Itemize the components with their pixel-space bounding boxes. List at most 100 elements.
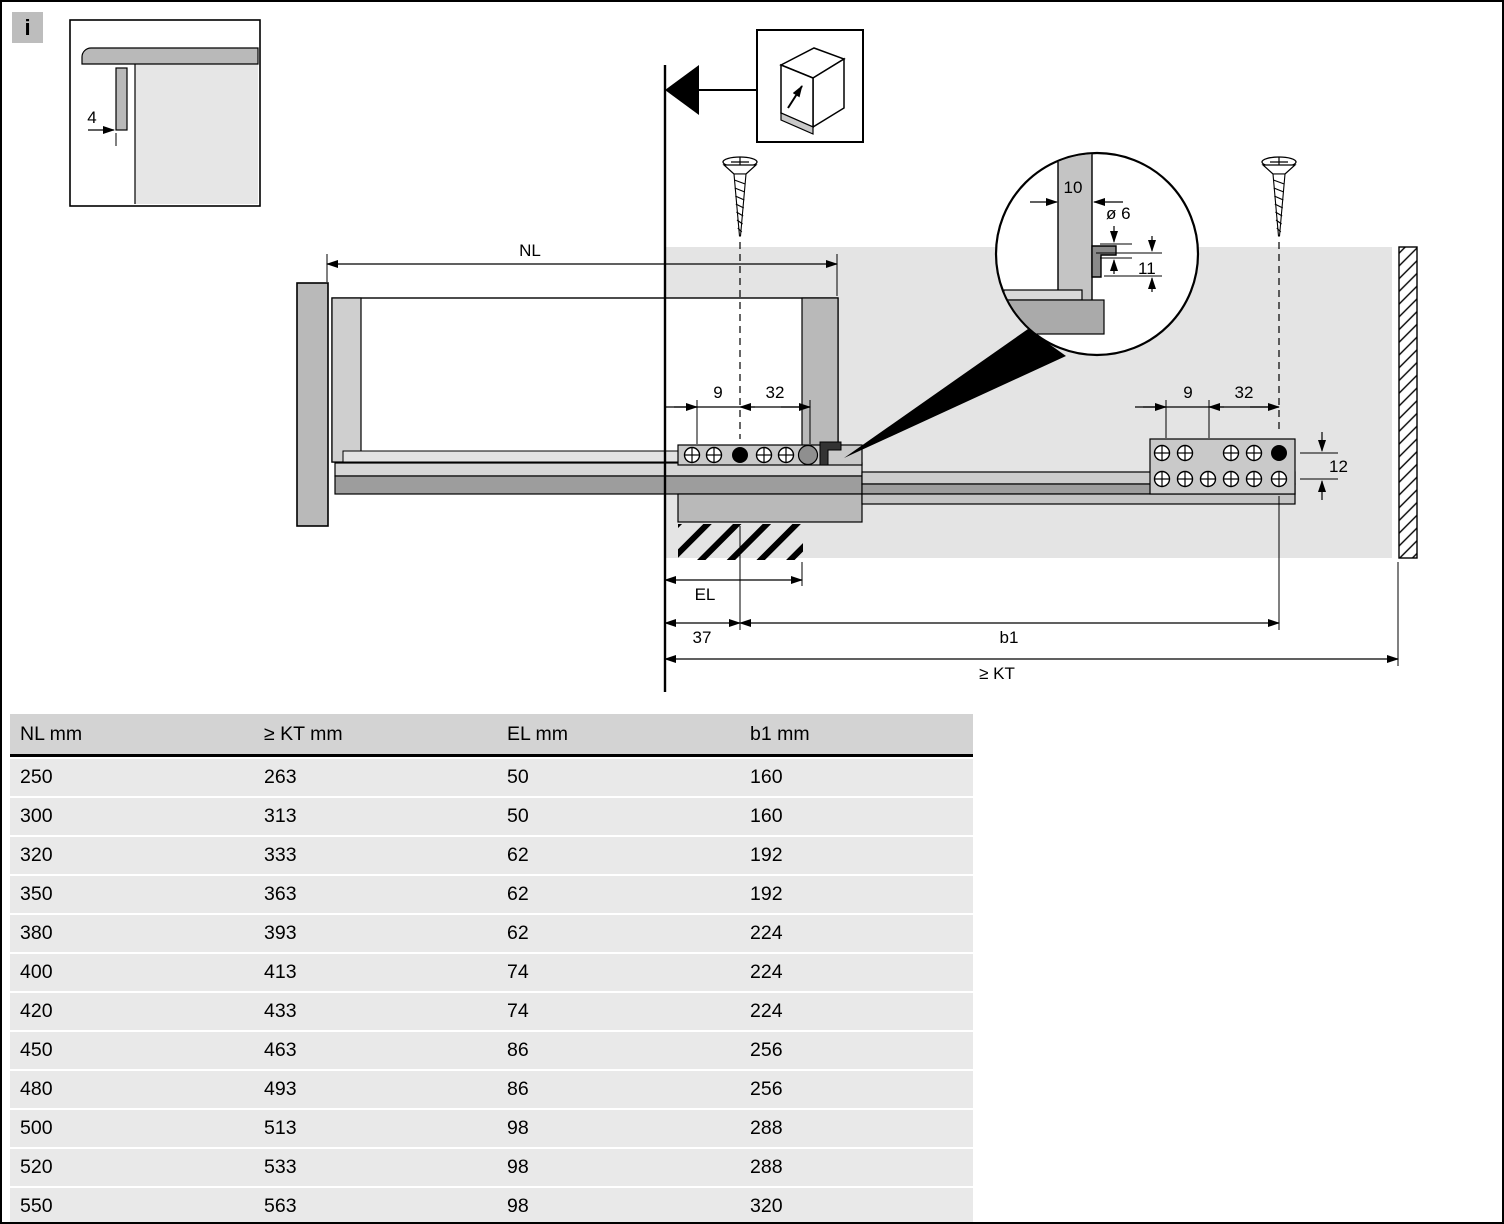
table-cell: 250 [10, 759, 254, 796]
table-cell: 300 [10, 798, 254, 835]
pointer-triangle-icon [665, 65, 699, 115]
table-cell: 333 [254, 837, 497, 874]
header-kt: ≥ KT mm [254, 714, 497, 757]
detail-beam [844, 329, 1066, 458]
inset-gap-label: 4 [87, 108, 96, 127]
detail-dim-11: 11 [1138, 259, 1156, 278]
table-cell: 192 [740, 837, 973, 874]
dim-kt-label: ≥ KT [979, 664, 1015, 683]
table-cell: 463 [254, 1032, 497, 1069]
drawer-assembly [296, 282, 839, 527]
rear-bracket [1149, 438, 1296, 495]
dim-el: EL [664, 562, 803, 604]
table-cell: 86 [497, 1032, 740, 1069]
dim-nl-label: NL [519, 241, 541, 260]
table-cell: 380 [10, 915, 254, 952]
table-cell: 513 [254, 1110, 497, 1147]
dim-hole-spacing: 12 [1300, 432, 1348, 500]
table-cell: 98 [497, 1188, 740, 1222]
table-cell: 433 [254, 993, 497, 1030]
front-gap-inset: 4 [69, 19, 261, 207]
table-cell: 192 [740, 876, 973, 913]
dim-nl: NL [326, 241, 838, 296]
cabinet-callout [665, 29, 864, 143]
table-cell: 413 [254, 954, 497, 991]
dim-rear-9-label: 9 [1183, 383, 1192, 402]
detail-dim-10: 10 [1064, 178, 1083, 197]
technical-drawing: 4 [69, 19, 1418, 692]
table-cell: 550 [10, 1188, 254, 1222]
header-el: EL mm [497, 714, 740, 757]
table-cell: 563 [254, 1188, 497, 1222]
dim-kt: ≥ KT [664, 562, 1399, 683]
front-hook [819, 441, 842, 466]
rear-screw-icon [1261, 156, 1297, 237]
front-screw-icon [722, 156, 758, 237]
table-cell: 256 [740, 1032, 973, 1069]
table-cell: 160 [740, 759, 973, 796]
table-cell: 50 [497, 798, 740, 835]
table-cell: 363 [254, 876, 497, 913]
table-cell: 50 [497, 759, 740, 796]
dim-front-9-label: 9 [713, 383, 722, 402]
table-header-row: NL mm ≥ KT mm EL mm b1 mm [10, 714, 973, 757]
table-cell: 62 [497, 915, 740, 952]
table-cell: 288 [740, 1149, 973, 1186]
info-badge: i [12, 12, 43, 43]
table-cell: 480 [10, 1071, 254, 1108]
dim-b1-label: b1 [1000, 628, 1019, 647]
back-panel [1398, 246, 1418, 559]
table-cell: 320 [10, 837, 254, 874]
table-cell: 74 [497, 954, 740, 991]
table-cell: 62 [497, 876, 740, 913]
table-cell: 313 [254, 798, 497, 835]
dim-37-label: 37 [693, 628, 712, 647]
info-badge-letter: i [24, 14, 31, 40]
table-cell: 393 [254, 915, 497, 952]
dim-rear-32-label: 32 [1235, 383, 1254, 402]
table-cell: 224 [740, 915, 973, 952]
detail-dim-dia6: ø 6 [1106, 204, 1131, 223]
table-cell: 256 [740, 1071, 973, 1108]
dim-el-label: EL [695, 585, 716, 604]
table-cell: 420 [10, 993, 254, 1030]
table-cell: 98 [497, 1110, 740, 1147]
table-cell: 263 [254, 759, 497, 796]
dim-37-b1: 37 b1 [664, 496, 1280, 647]
table-cell: 500 [10, 1110, 254, 1147]
table-cell: 350 [10, 876, 254, 913]
table-cell: 520 [10, 1149, 254, 1186]
table-cell: 224 [740, 993, 973, 1030]
table-cell: 160 [740, 798, 973, 835]
cabinet-icon [779, 47, 846, 135]
table-cell: 450 [10, 1032, 254, 1069]
table-cell: 74 [497, 993, 740, 1030]
dim-12-label: 12 [1329, 457, 1348, 476]
rear-fixing-hole [1271, 445, 1287, 461]
table-cell: 224 [740, 954, 973, 991]
table-cell: 98 [497, 1149, 740, 1186]
front-fixing-hole [732, 447, 748, 463]
dim-front-holes: 9 32 [666, 383, 811, 444]
table-cell: 288 [740, 1110, 973, 1147]
table-cell: 493 [254, 1071, 497, 1108]
dim-front-32-label: 32 [766, 383, 785, 402]
table-cell: 86 [497, 1071, 740, 1108]
drawer-front-panel [296, 282, 329, 527]
drawer-back-panel [801, 297, 839, 463]
detail-circle: 10 ø 6 11 [994, 151, 1200, 357]
table-cell: 320 [740, 1188, 973, 1222]
